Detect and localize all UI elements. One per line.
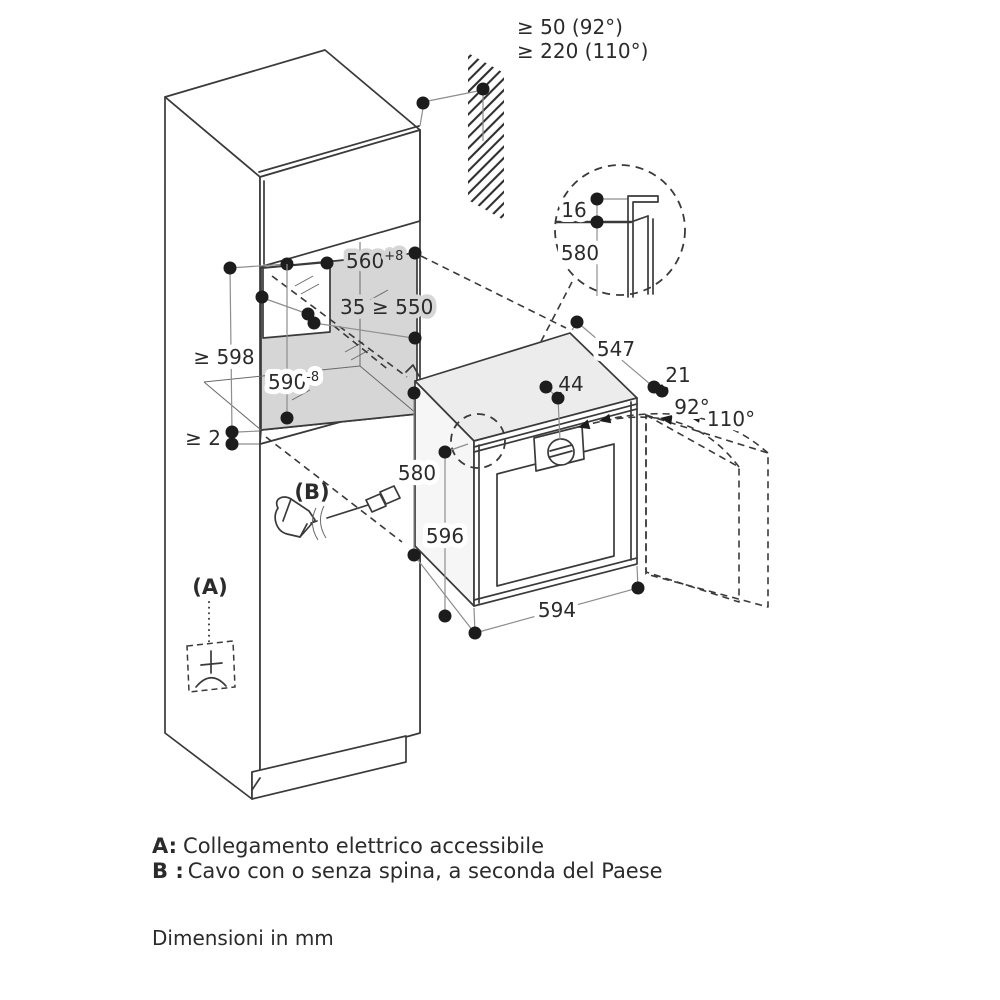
connection-recess [262,261,331,339]
socket-symbol-icon [195,650,227,688]
legend-a: A:Collegamento elettrico accessibile [152,834,544,858]
dim-bottom-gap: ≥ 2 [185,426,221,450]
dim-clearance-92: ≥ 50 (92°) [517,15,623,39]
dim-niche-height: 590-8 [268,370,319,394]
legend-b-text: Cavo con o senza spina, a seconda del Pa… [188,859,663,883]
dim-niche-height-main: 590 [268,370,306,394]
dim-clearance-110: ≥ 220 (110°) [517,39,648,63]
door-open-110 [645,414,769,608]
cable-break-marks [312,505,327,541]
dim-knob-offset: 44 [558,372,583,396]
detail-circle: 16 580 [554,164,686,298]
units-note: Dimensioni in mm [152,926,334,950]
arrowhead [578,419,591,430]
dim-niche-width-main: 560 [346,249,384,273]
dim-niche-35: 35 [340,295,365,319]
arrowhead [688,412,701,423]
wall-section [468,53,504,220]
dim-angle-92: 92° [674,395,709,419]
door-swing: 92° 110° [578,390,769,608]
dim-niche-depth: ≥ 550 [372,295,433,319]
niche-dimensions: 560+8 35 ≥ 550 ≥ 598 590-8 ≥ 2 [180,245,438,456]
arrowhead [599,413,612,424]
legend-a-key: A: [152,834,177,858]
cable-connector [365,493,387,513]
socket-box [186,640,236,693]
legend-b-key: B : [152,859,184,883]
oven-dimensions: 580 596 594 547 21 44 [393,315,696,640]
dim-detail-580: 580 [561,241,599,265]
dim-oven-front-height: 596 [426,524,464,548]
dim-front-height: ≥ 598 [193,345,254,369]
swing-arc-110 [603,412,769,454]
dim-oven-height: 580 [398,461,436,485]
wall-hatch [468,53,504,220]
cable-connector-end [379,485,401,505]
legend: A:Collegamento elettrico accessibile B :… [152,834,663,950]
dim-niche-width: 560+8 [346,249,403,273]
oven-top-notch [405,364,420,377]
dim-niche-width-sup: +8 [384,249,403,264]
socket-callout: (A) [186,575,236,693]
legend-a-text: Collegamento elettrico accessibile [183,834,544,858]
dim-detail-16: 16 [561,198,586,222]
dim-niche-height-sup: -8 [306,370,319,385]
dim-frame-overhang: 21 [665,363,690,387]
dim-oven-depth: 547 [597,337,635,361]
detail-reference-circle [450,413,506,469]
power-cable: (B) [274,480,401,541]
door-open-92 [645,414,740,603]
dim-angle-110: 110° [707,407,755,431]
callout-a: (A) [192,575,227,599]
dim-oven-width: 594 [538,598,576,622]
oven [405,332,638,607]
arrowhead [660,414,673,425]
dim-wall-clearance: ≥ 50 (92°) ≥ 220 (110°) [416,15,648,141]
legend-b: B :Cavo con o senza spina, a seconda del… [152,859,663,883]
callout-b: (B) [294,480,329,504]
